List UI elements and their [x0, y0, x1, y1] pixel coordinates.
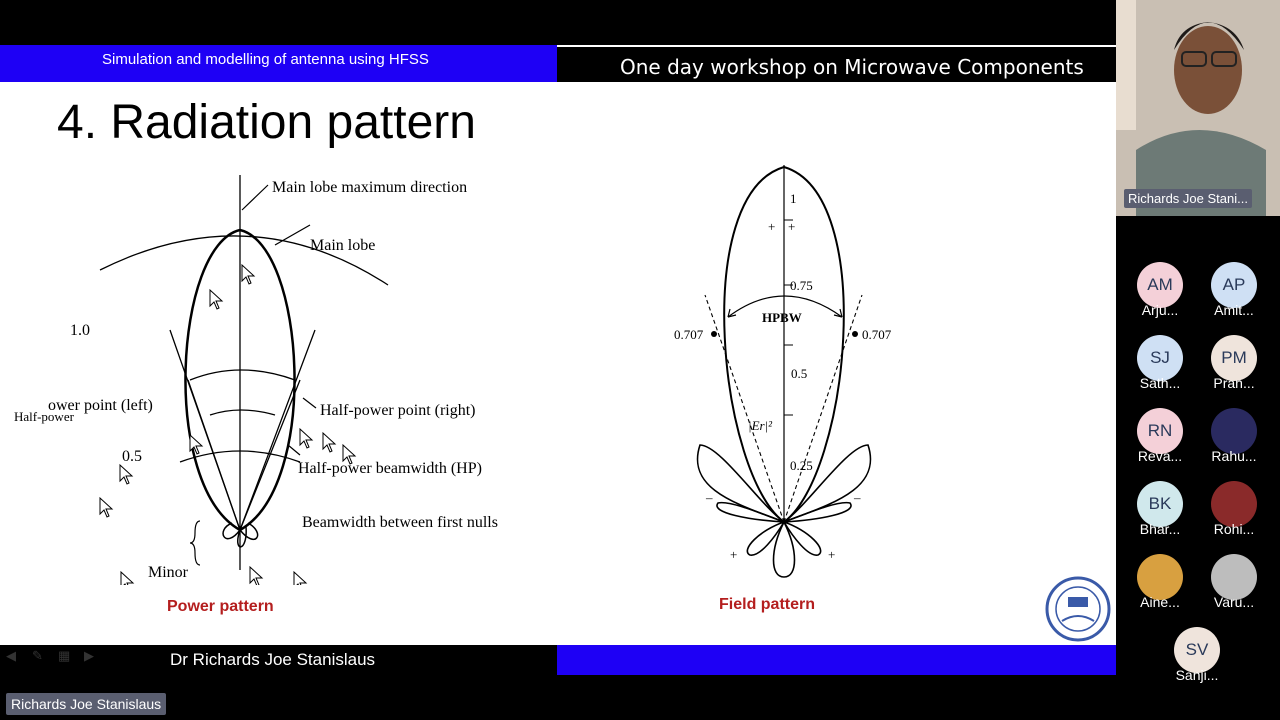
participant-name: Bhar...: [1139, 521, 1181, 537]
cursor-icon: [342, 443, 357, 465]
avatar: BK: [1137, 481, 1183, 527]
photo-avatar-icon: [1211, 554, 1257, 600]
participant-name: Rohi...: [1213, 521, 1255, 537]
slide-nav-tools[interactable]: ◀ ✎ ▦ ▶: [6, 649, 102, 663]
participant-tile[interactable]: AM Arju...: [1128, 262, 1192, 326]
participant-name: Reva...: [1137, 448, 1183, 464]
power-pattern-diagram: Main lobe maximum direction Main lobe 1.…: [14, 175, 498, 585]
cursor-icon: [99, 496, 114, 518]
cursor-icon: [293, 570, 308, 585]
photo-avatar-icon: [1137, 554, 1183, 600]
participant-tile[interactable]: RN Reva...: [1128, 408, 1192, 472]
avatar: SV: [1174, 627, 1220, 673]
half-power-left-a-label: Half-power: [14, 409, 75, 424]
participant-name: Arju...: [1141, 302, 1179, 318]
participant-tile[interactable]: AP Amit...: [1202, 262, 1266, 326]
cursor-icon: [189, 433, 204, 455]
cursor-icon: [209, 288, 224, 310]
slide-title: 4. Radiation pattern: [57, 96, 476, 149]
hpbw-label: Half-power beamwidth (HP): [298, 460, 482, 477]
header-left-text: Simulation and modelling of antenna usin…: [102, 51, 429, 68]
avatar: SJ: [1137, 335, 1183, 381]
bwfn-label: Beamwidth between first nulls: [302, 514, 498, 531]
cursor-icons: [99, 263, 357, 585]
main-lobe-label: Main lobe: [310, 237, 375, 254]
avatar: AP: [1211, 262, 1257, 308]
field-p5-label: 0.5: [791, 366, 807, 381]
vit-logo-icon: [1045, 576, 1111, 642]
photo-avatar-icon: [1211, 481, 1257, 527]
minor-label: Minor: [148, 564, 189, 581]
previous-slide-icon[interactable]: ◀: [6, 648, 16, 663]
participant-tile[interactable]: Rohi...: [1202, 481, 1266, 545]
presentation-slide: Simulation and modelling of antenna usin…: [0, 45, 1116, 675]
power-pattern-caption: Power pattern: [167, 598, 274, 615]
cursor-icon: [299, 427, 314, 449]
participant-name: Amit...: [1214, 302, 1254, 318]
participant-tile[interactable]: Varu...: [1202, 554, 1266, 618]
next-slide-icon[interactable]: ▶: [84, 648, 94, 663]
presenter-name: Dr Richards Joe Stanislaus: [170, 650, 376, 669]
field-p75-label: 0.75: [790, 278, 813, 293]
slide-header-right: One day workshop on Microwave Components: [557, 45, 1116, 82]
slide-footer-right: [557, 645, 1116, 675]
cursor-icon: [322, 431, 337, 453]
avatar: AM: [1137, 262, 1183, 308]
participant-tile[interactable]: SJ Sath...: [1128, 335, 1192, 399]
active-speaker-name-tag: Richards Joe Stanislaus: [6, 693, 167, 715]
pen-icon[interactable]: ✎: [32, 648, 43, 663]
plus-mark: +: [730, 547, 737, 562]
plus-mark: +: [768, 219, 775, 234]
field-pattern-diagram: 1 0.75 0.5 0.25 HPBW 0.707 0.707 |Er|² +…: [674, 165, 892, 578]
slides-grid-icon[interactable]: ▦: [58, 648, 71, 663]
cursor-icon: [249, 565, 264, 585]
field-er-label: |Er|²: [748, 418, 773, 433]
minus-mark: –: [853, 490, 861, 505]
field-left-707-label: 0.707: [674, 327, 704, 342]
field-one-label: 1: [790, 191, 797, 206]
cursor-icon: [119, 463, 134, 485]
cursor-icon: [120, 570, 135, 585]
participant-tile[interactable]: Aine...: [1128, 554, 1192, 618]
participant-tile[interactable]: PM Pran...: [1202, 335, 1266, 399]
plus-mark: +: [828, 547, 835, 562]
slide-header-left: Simulation and modelling of antenna usin…: [0, 45, 557, 82]
participant-tile[interactable]: SV Sanji...: [1165, 627, 1229, 691]
field-pattern-caption: Field pattern: [719, 596, 816, 613]
avatar: PM: [1211, 335, 1257, 381]
participant-tile[interactable]: BK Bhar...: [1128, 481, 1192, 545]
participant-name: Aine...: [1140, 594, 1180, 610]
header-right-text: One day workshop on Microwave Components: [620, 55, 1084, 79]
avatar: RN: [1137, 408, 1183, 454]
cursor-icon: [241, 263, 256, 285]
participant-tile[interactable]: Rahu...: [1202, 408, 1266, 472]
half-label: 0.5: [122, 448, 142, 465]
plus-mark: +: [788, 219, 795, 234]
speaker-video-frame: [1116, 0, 1280, 216]
minus-mark: –: [705, 490, 713, 505]
participant-name: Varu...: [1213, 594, 1255, 610]
participant-name: Pran...: [1213, 375, 1255, 391]
participant-name: Rahu...: [1211, 448, 1257, 464]
photo-avatar-icon: [1211, 408, 1257, 454]
participant-name: Sath...: [1139, 375, 1181, 391]
slide-footer-left: ◀ ✎ ▦ ▶ Dr Richards Joe Stanislaus: [0, 645, 557, 675]
participant-name: Sanji...: [1175, 667, 1219, 683]
speaker-video-name: Richards Joe Stani...: [1124, 189, 1252, 208]
field-right-707-label: 0.707: [862, 327, 892, 342]
field-hpbw-label: HPBW: [762, 310, 802, 325]
shared-screen: Simulation and modelling of antenna usin…: [0, 45, 1116, 715]
main-lobe-max-label: Main lobe maximum direction: [272, 179, 467, 196]
half-power-right-label: Half-power point (right): [320, 402, 476, 419]
one-label: 1.0: [70, 322, 90, 339]
field-p25-label: 0.25: [790, 458, 813, 473]
half-power-left-b-label: ower point (left): [48, 397, 153, 414]
speaker-video[interactable]: Richards Joe Stani...: [1116, 0, 1280, 216]
participants-panel: Richards Joe Stani... AM Arju... AP Amit…: [1116, 0, 1280, 720]
